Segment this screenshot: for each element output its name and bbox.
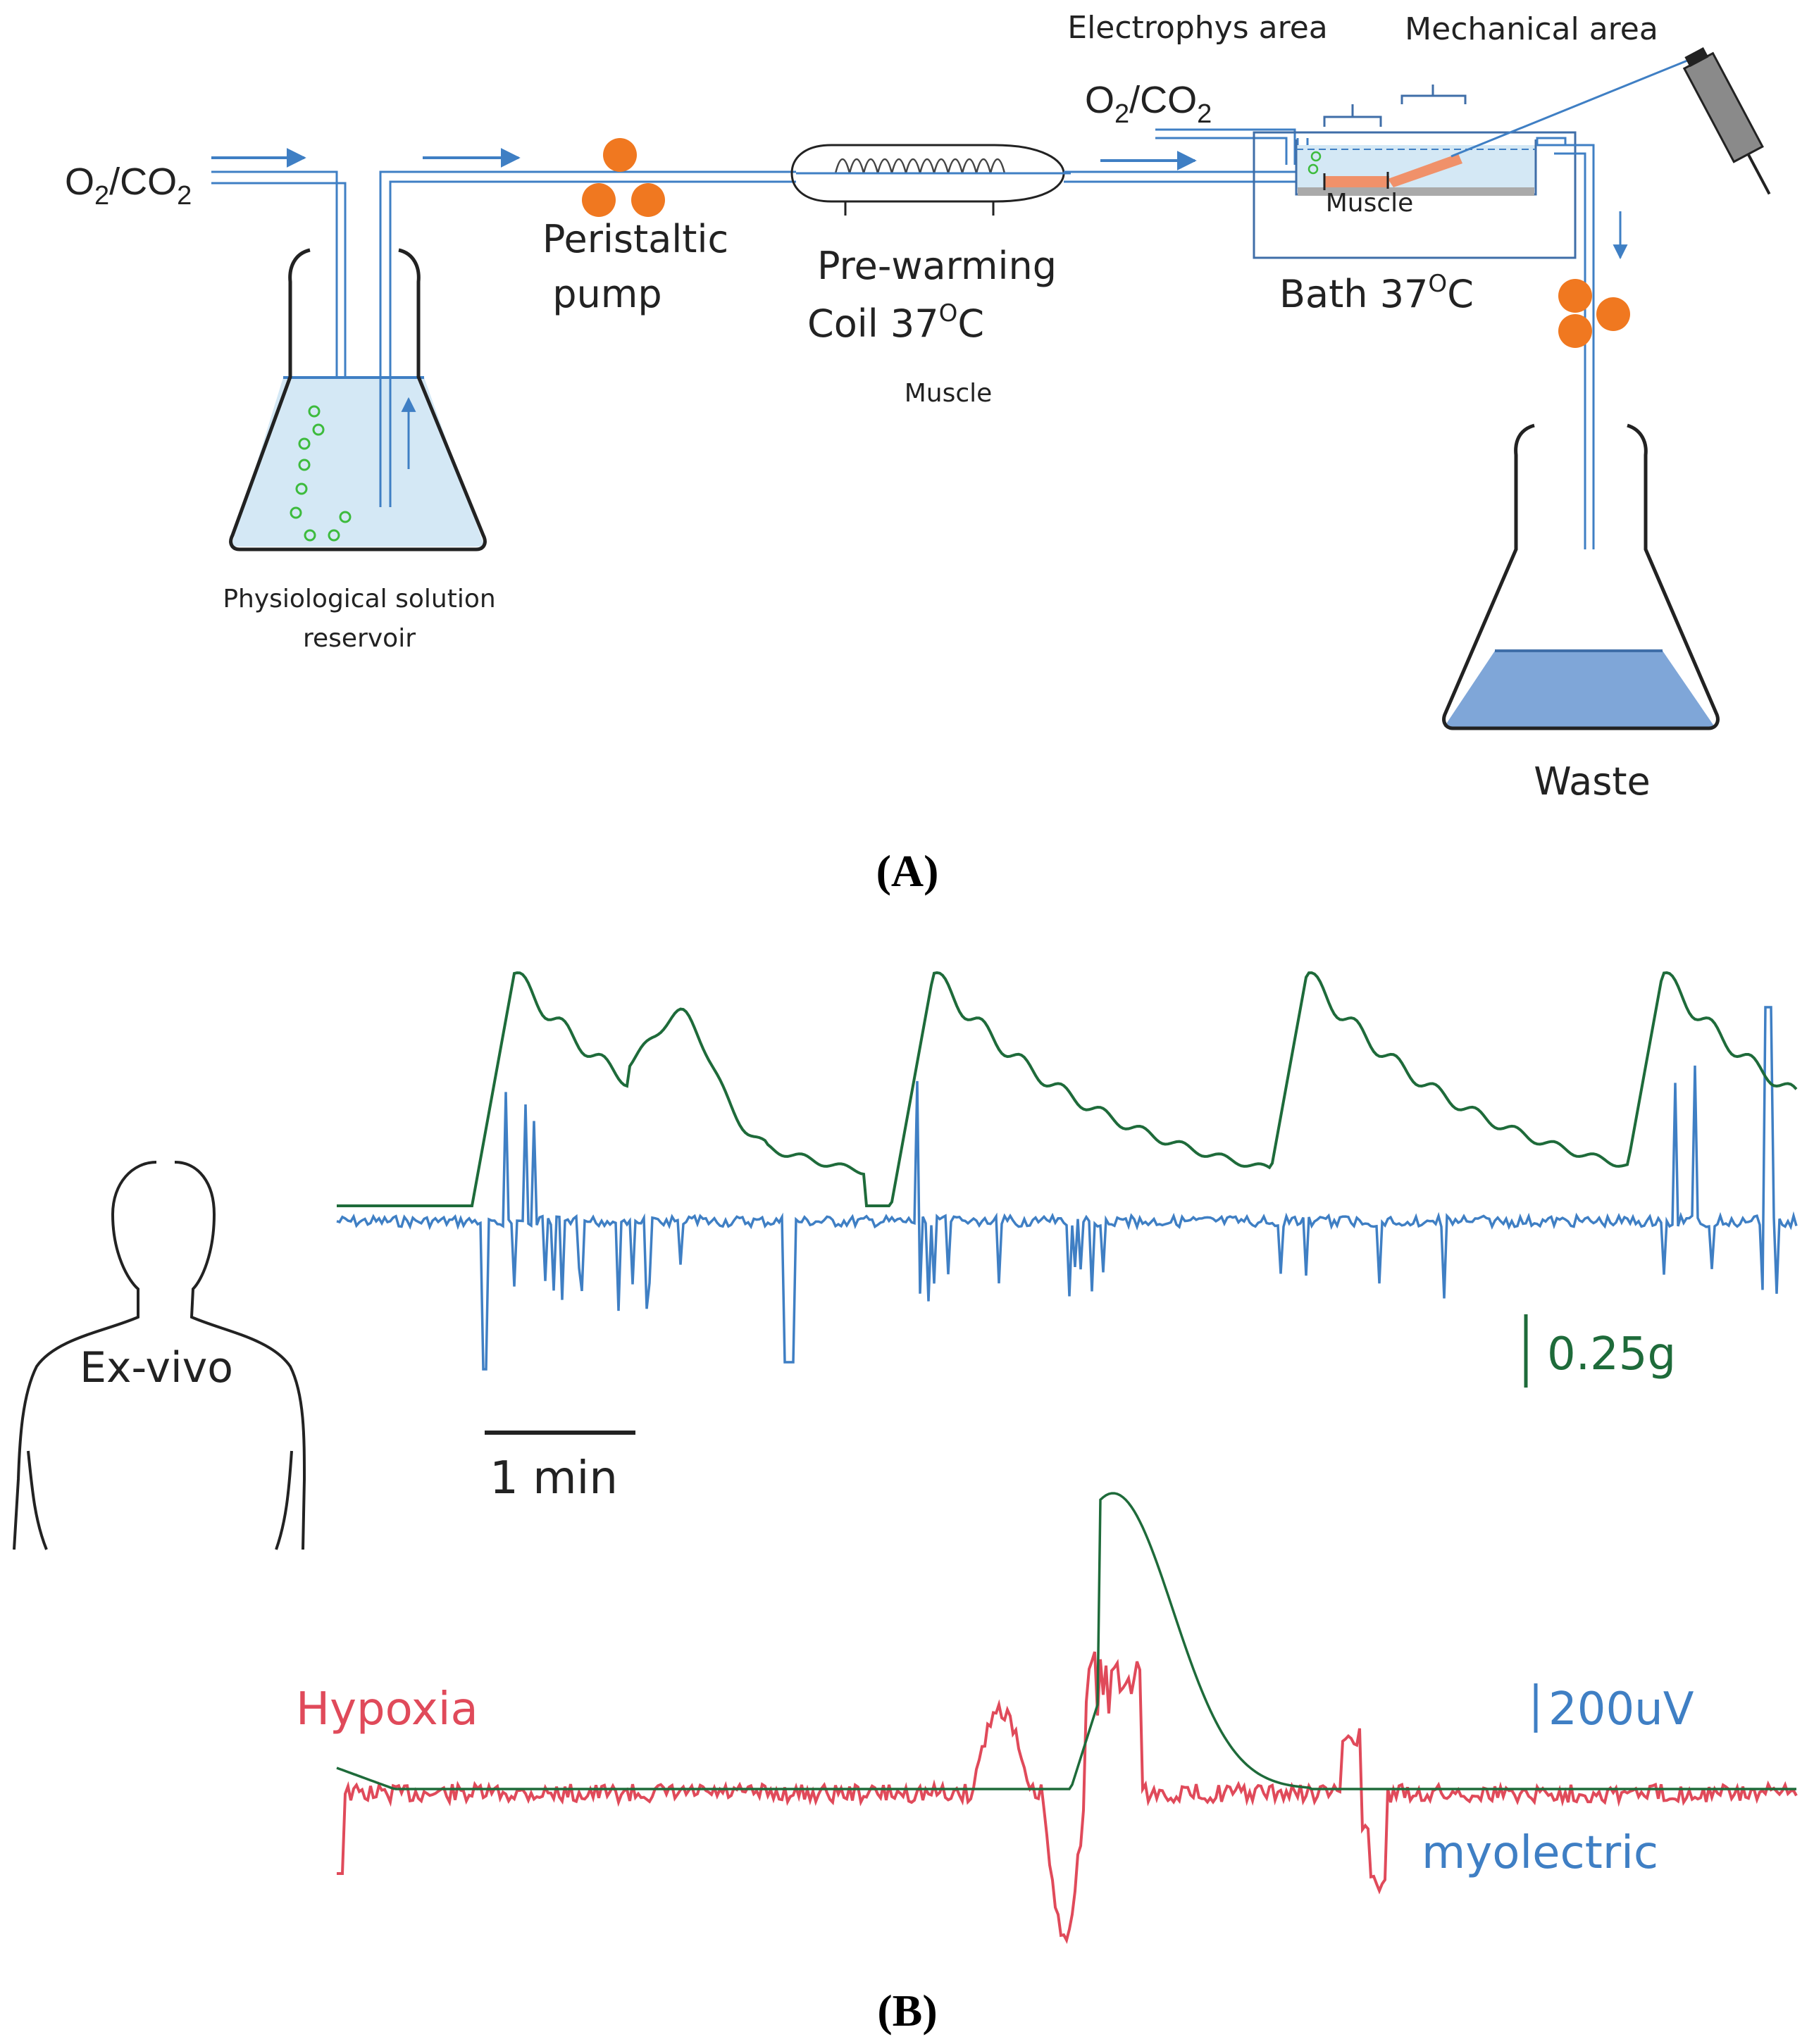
organ-bath — [1253, 47, 1771, 549]
myolectric-label: myolectric — [1422, 1827, 1658, 1879]
coil-label-line1: Pre-warming — [817, 244, 1057, 288]
pump-label-line1: Peristaltic — [542, 217, 728, 261]
reservoir-label-line1: Physiological solution — [223, 585, 495, 613]
oxygen-bubbles — [290, 405, 352, 542]
force-scale-label: 0.25g — [1547, 1328, 1676, 1381]
panel-b: Ex-vivo 1 min 0.25g Hypoxia 200uV myolec… — [13, 971, 1798, 2036]
gas-right-label: O2/CO2 — [1085, 79, 1212, 129]
force-transducer — [1682, 47, 1771, 195]
waste-label: Waste — [1534, 759, 1651, 804]
pump-label-line2: pump — [552, 272, 661, 316]
panel-a-caption: (A) — [876, 846, 939, 896]
gas-tube-right — [1155, 128, 1296, 165]
reservoir-glass — [229, 248, 487, 551]
prewarming-coil — [790, 144, 1071, 216]
peristaltic-pump — [582, 138, 665, 217]
outlet-to-waste — [1554, 144, 1595, 549]
transducer-thread — [1450, 55, 1698, 158]
electrophys-area-label: Electrophys area — [1067, 10, 1327, 46]
reservoir-liquid — [231, 378, 485, 547]
hypoxia-trace — [337, 1651, 1798, 1944]
waste-glass — [1442, 423, 1720, 730]
bath-label: Bath 37OC — [1279, 270, 1474, 316]
waste-pump — [1558, 279, 1630, 348]
coil-label-line2: Coil 37OC — [807, 299, 984, 346]
electrophys-bracket — [1323, 104, 1382, 127]
hypoxia-label: Hypoxia — [296, 1683, 478, 1735]
mechanical-bracket — [1400, 85, 1467, 104]
waste-liquid — [1444, 651, 1715, 727]
panel-b-caption: (B) — [877, 1986, 937, 2036]
time-scale-label: 1 min — [490, 1452, 618, 1504]
muscle-strip — [1324, 176, 1389, 187]
force-trace — [337, 971, 1798, 1207]
muscle-strip-stretched — [1388, 154, 1462, 187]
waste-flask — [1442, 423, 1720, 730]
gas-left-label: O2/CO2 — [65, 161, 192, 211]
mechanical-area-label: Mechanical area — [1405, 11, 1658, 47]
ex-vivo-label: Ex-vivo — [80, 1343, 233, 1392]
human-outline — [13, 1161, 306, 1550]
reservoir-flask — [229, 170, 796, 551]
muscle-label-bath: Muscle — [1326, 189, 1414, 218]
outlet-tube — [379, 170, 796, 507]
myoelectric-trace — [336, 1006, 1798, 1371]
muscle-label-small: Muscle — [905, 379, 993, 408]
bath-floor — [1298, 187, 1534, 196]
voltage-scale-label: 200uV — [1548, 1683, 1694, 1735]
reservoir-label-line2: reservoir — [303, 624, 416, 653]
coil-windings — [834, 158, 1006, 174]
panel-a: O2/CO2 Physiological solution reservoir … — [65, 10, 1771, 896]
bath-outer — [1253, 131, 1577, 259]
hypoxia-force-trace — [336, 1492, 1796, 1790]
